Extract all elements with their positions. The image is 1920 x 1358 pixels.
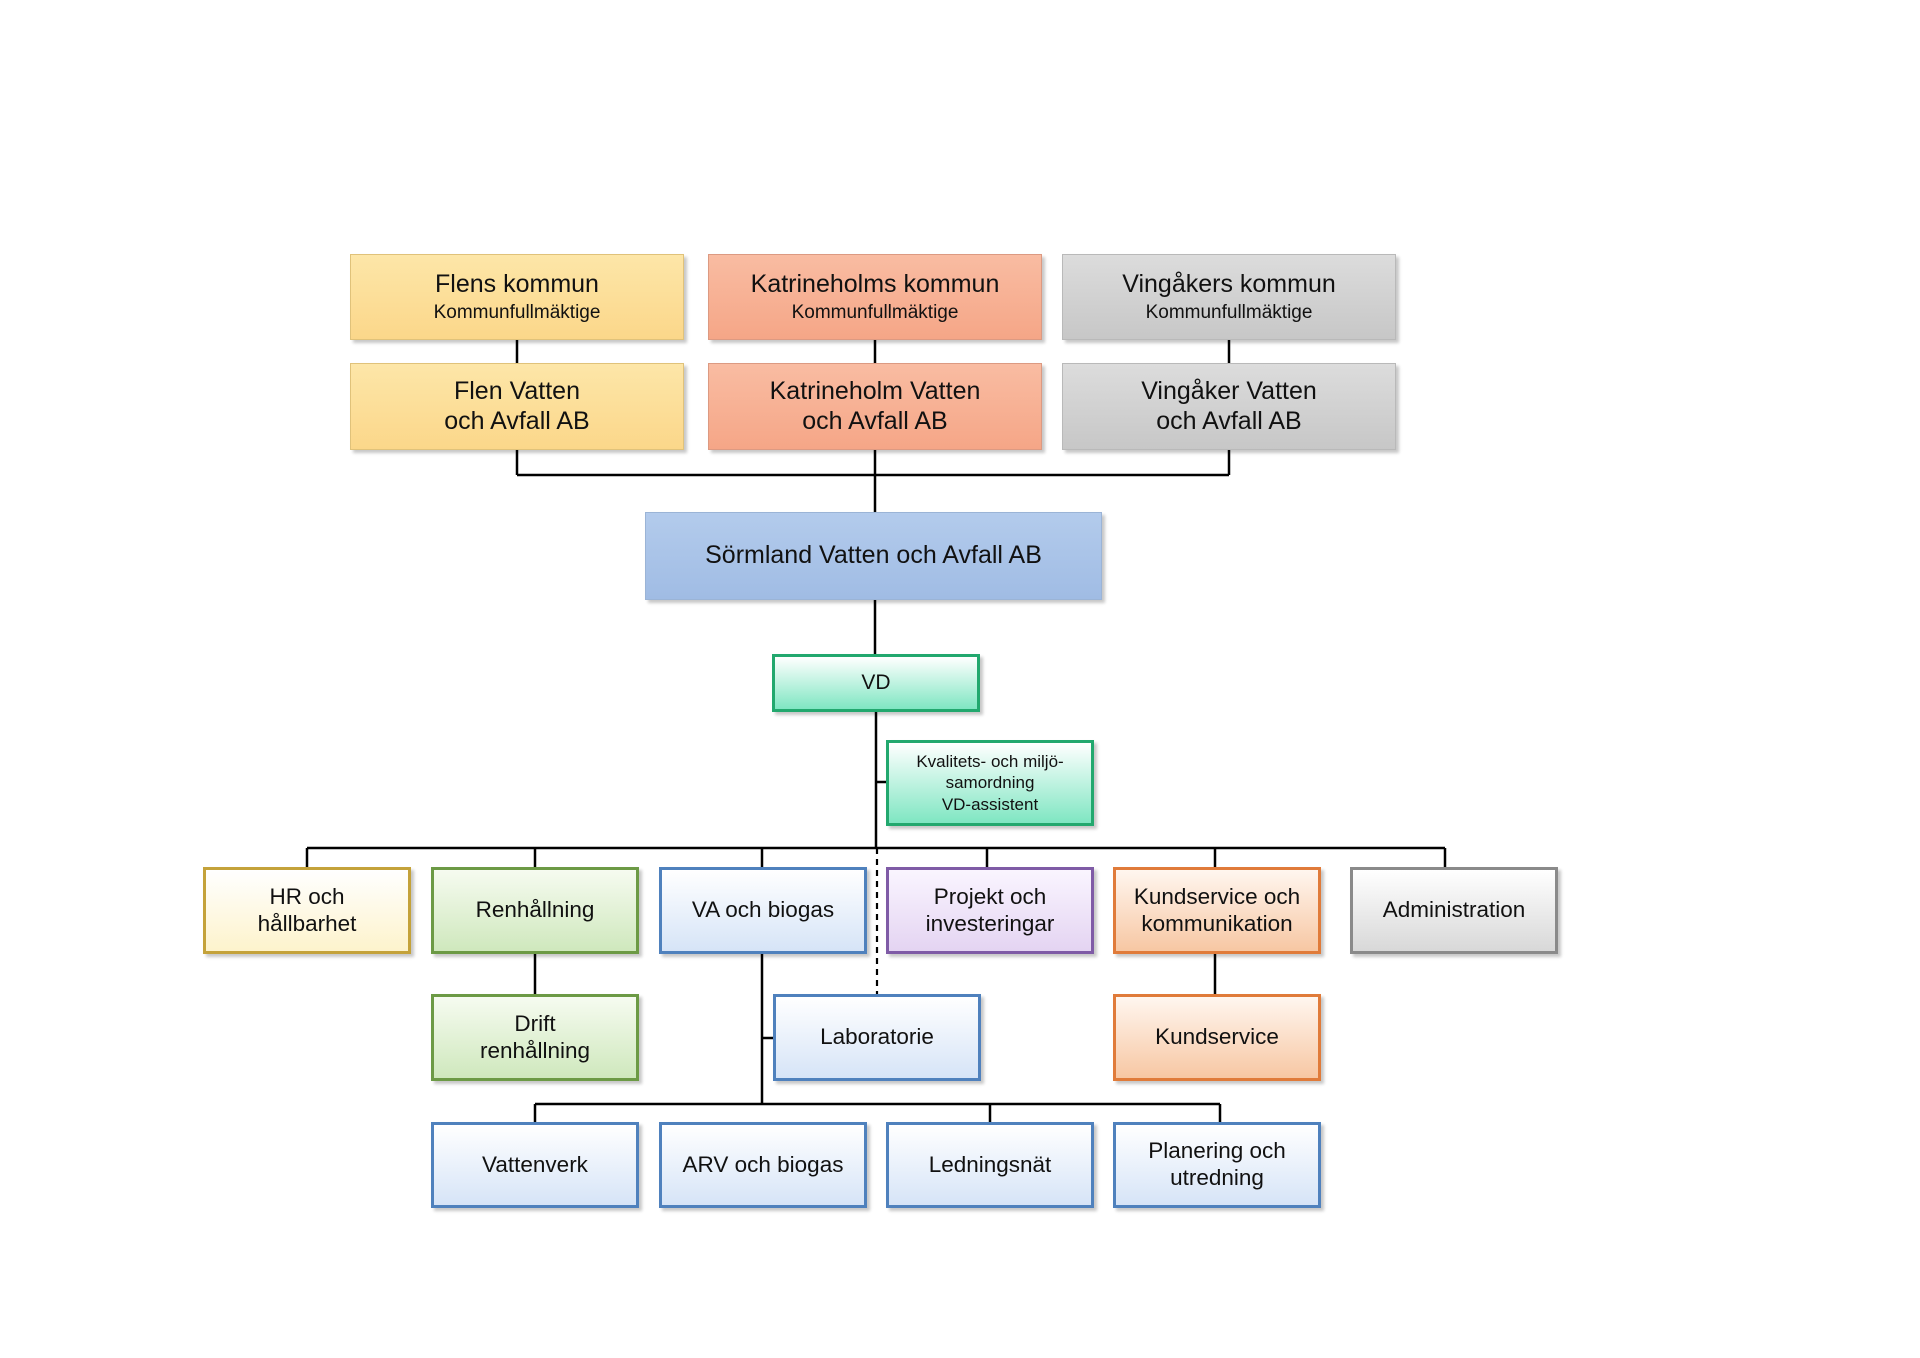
dept-renhallning-label: Renhållning (475, 897, 595, 923)
unit-vattenverk-label: Vattenverk (482, 1151, 588, 1177)
dept-hr-label: HR och hållbarhet (257, 883, 357, 936)
owner-vingaker-title: Vingåkers kommun (1122, 270, 1336, 299)
unit-kundservice-label: Kundservice (1155, 1024, 1279, 1050)
dept-kundservice-kommunikation: Kundservice och kommunikation (1113, 867, 1321, 954)
main-company: Sörmland Vatten och Avfall AB (645, 512, 1102, 600)
owner-flen-title: Flens kommun (435, 270, 599, 299)
unit-ledningsnat-label: Ledningsnät (928, 1151, 1052, 1177)
unit-drift-renhallning-label: Drift renhållning (479, 1010, 591, 1063)
unit-vattenverk: Vattenverk (431, 1122, 639, 1208)
owner-flen: Flens kommun Kommunfullmäktige (350, 254, 684, 340)
owner-katrineholm: Katrineholms kommun Kommunfullmäktige (708, 254, 1042, 340)
dept-hr: HR och hållbarhet (203, 867, 411, 954)
company-katrineholm: Katrineholm Vatten och Avfall AB (708, 363, 1042, 450)
owner-katrineholm-title: Katrineholms kommun (750, 270, 1000, 299)
unit-planering-utredning-label: Planering och utredning (1148, 1138, 1286, 1190)
company-katrineholm-title: Katrineholm Vatten och Avfall AB (769, 377, 981, 435)
dept-administration: Administration (1350, 867, 1558, 954)
dept-va-biogas: VA och biogas (659, 867, 867, 954)
unit-planering-utredning: Planering och utredning (1113, 1122, 1321, 1208)
unit-kundservice: Kundservice (1113, 994, 1321, 1081)
unit-arv-biogas: ARV och biogas (659, 1122, 867, 1208)
dept-va-biogas-label: VA och biogas (691, 897, 835, 923)
vd-box: VD (772, 654, 980, 712)
company-flen: Flen Vatten och Avfall AB (350, 363, 684, 450)
dept-administration-label: Administration (1382, 897, 1526, 923)
dept-projekt: Projekt och investeringar (886, 867, 1094, 954)
company-vingaker-title: Vingåker Vatten och Avfall AB (1141, 377, 1317, 435)
company-flen-title: Flen Vatten och Avfall AB (444, 377, 590, 435)
company-vingaker: Vingåker Vatten och Avfall AB (1062, 363, 1396, 450)
owner-katrineholm-subtitle: Kommunfullmäktige (791, 301, 959, 323)
unit-laboratorie-label: Laboratorie (820, 1024, 934, 1050)
owner-vingaker-subtitle: Kommunfullmäktige (1145, 301, 1313, 323)
dept-kundservice-kommunikation-label: Kundservice och kommunikation (1133, 883, 1301, 936)
unit-drift-renhallning: Drift renhållning (431, 994, 639, 1081)
owner-vingaker: Vingåkers kommun Kommunfullmäktige (1062, 254, 1396, 340)
dept-projekt-label: Projekt och investeringar (925, 883, 1055, 936)
staff-box: Kvalitets- och miljö- samordning VD-assi… (886, 740, 1094, 826)
unit-ledningsnat: Ledningsnät (886, 1122, 1094, 1208)
unit-laboratorie: Laboratorie (773, 994, 981, 1081)
vd-label: VD (861, 670, 891, 694)
main-company-title: Sörmland Vatten och Avfall AB (705, 541, 1042, 570)
unit-arv-biogas-label: ARV och biogas (682, 1151, 844, 1177)
staff-label: Kvalitets- och miljö- samordning VD-assi… (916, 752, 1064, 814)
dept-renhallning: Renhållning (431, 867, 639, 954)
owner-flen-subtitle: Kommunfullmäktige (433, 301, 601, 323)
